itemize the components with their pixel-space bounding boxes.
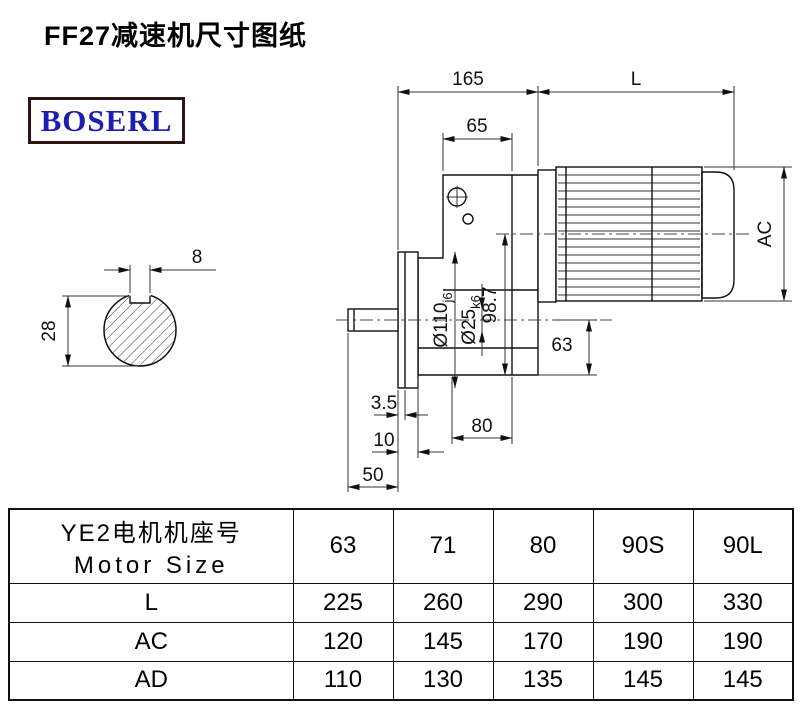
bolt-hole [446,186,474,225]
dim-label-28: 28 [39,320,60,341]
dim-label-63: 63 [551,335,572,356]
top-dimension-lines [397,86,735,250]
page-title: FF27减速机尺寸图纸 [44,21,308,51]
bottom-dimension-lines [347,333,513,492]
motor-size-label-cn: YE2电机机座号 [60,519,242,547]
table-cell: 120 [292,621,394,662]
dim-label-d25: Ø25k6 [459,295,483,345]
keyway-notch [129,295,151,304]
col-header-71: 71 [392,508,494,584]
technical-drawing: 8 28 [39,69,792,492]
ac-dimension-lines [704,166,792,302]
motor-fins [558,174,700,296]
dim-label-80: 80 [471,416,492,437]
table-cell: 110 [292,660,394,701]
table-cell: 145 [592,660,694,701]
motor-flange [537,169,557,303]
dim-label-8: 8 [192,247,203,268]
table-cell: 330 [692,582,794,623]
table-row-L: L 225 260 290 300 330 [8,582,794,623]
shaft-section-view: 8 28 [39,247,216,367]
boserl-logo: BOSERL [28,97,185,144]
table-cell: 190 [592,621,694,662]
dim-label-AC: AC [755,221,776,247]
dim-63-lines [538,319,597,376]
table-cell: 145 [392,621,494,662]
dim-label-98-7: 98.7 [480,287,501,324]
side-view [336,166,750,389]
dim-label-10: 10 [373,430,394,451]
dim-8-lines [104,265,216,293]
col-header-90L: 90L [692,508,794,584]
col-header-80: 80 [492,508,594,584]
motor-size-header-cell: YE2电机机座号 Motor Size [8,508,294,584]
shaft-section-circle [103,293,177,367]
col-header-90S: 90S [592,508,694,584]
table-row-AD: AD 110 130 135 145 145 [8,660,794,701]
table-cell: 170 [492,621,594,662]
motor-size-table: YE2电机机座号 Motor Size 63 71 80 90S 90L L 2… [8,508,794,701]
dim-label-3-5: 3.5 [371,393,397,414]
row-label-L: L [8,582,294,623]
table-cell: 190 [692,621,794,662]
dim-label-50: 50 [362,465,383,486]
dim-label-65: 65 [466,116,487,137]
motor-size-label-en: Motor Size [73,551,229,579]
dim-28-lines [62,295,138,367]
dim-label-165: 165 [452,69,484,90]
table-row-AC: AC 120 145 170 190 190 [8,621,794,662]
table-header-row: YE2电机机座号 Motor Size 63 71 80 90S 90L [8,508,794,584]
table-cell: 260 [392,582,494,623]
table-cell: 135 [492,660,594,701]
row-label-AD: AD [8,660,294,701]
row-label-AC: AC [8,621,294,662]
table-cell: 130 [392,660,494,701]
dim-label-L: L [631,69,642,90]
table-cell: 290 [492,582,594,623]
dim-label-d110: Ø110j6 [431,292,455,347]
fan-cowl [701,171,735,299]
boserl-logo-text: BOSERL [40,102,173,138]
table-cell: 145 [692,660,794,701]
table-cell: 225 [292,582,394,623]
table-cell: 300 [592,582,694,623]
col-header-63: 63 [292,508,394,584]
reducer-dimension-drawing: 8 28 [39,69,792,492]
